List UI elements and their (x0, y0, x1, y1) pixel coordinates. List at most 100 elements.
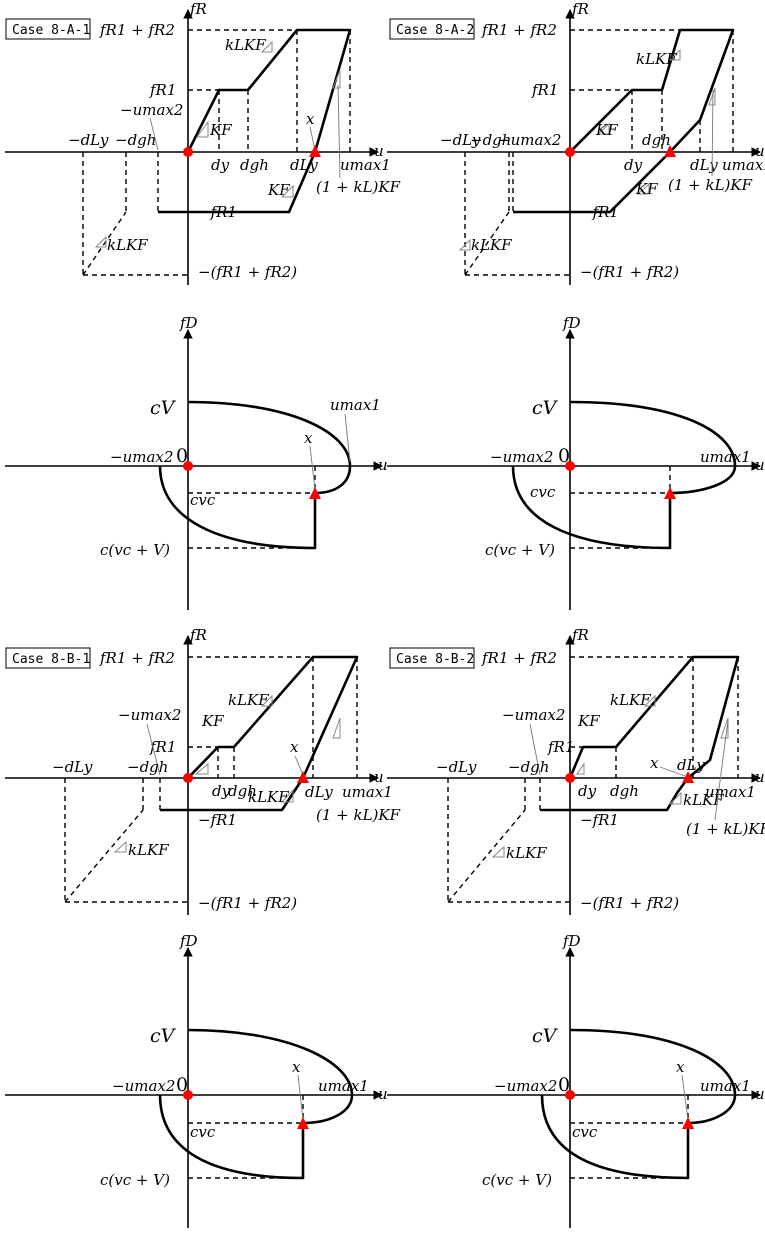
label-neg-umax2: −umax2 (490, 448, 553, 466)
label-umax1: umax1 (700, 1077, 751, 1095)
label-umax1: umax1 (342, 783, 393, 801)
label-cv: cV (532, 397, 559, 419)
y-axis-label: fR (571, 626, 589, 644)
label-x: x (304, 429, 313, 447)
case-8b1-diagram: Case 8-B-1 fR u fR1 + fR2 fR1 −fR1 −(fR1… (5, 626, 401, 915)
label-fr1: fR1 (149, 81, 176, 99)
label-umax1: umax1 (340, 156, 391, 174)
leader-x (659, 766, 686, 777)
label-neg-dly: −dLy (52, 758, 93, 776)
state-marker (297, 1117, 309, 1129)
label-kf: KF (595, 121, 618, 139)
damping-curve (158, 400, 352, 550)
label-cvc: cvc (530, 483, 556, 501)
label-umax1: umax1 (318, 1077, 369, 1095)
label-neg-umax2: −umax2 (112, 1077, 175, 1095)
label-klkf-upper: kLKF (636, 50, 677, 68)
label-cv: cV (150, 1025, 177, 1047)
label-neg-umax2: −umax2 (498, 131, 561, 149)
case-title-box (5, 647, 91, 669)
state-marker (309, 145, 321, 157)
label-dgh: dgh (240, 156, 269, 174)
label-kf: KF (201, 712, 224, 730)
case-8a2-diagram: Case 8-A-2 fR u fR1 + fR2 fR1 −fR1 −(fR1… (387, 0, 765, 285)
label-one-plus-kl: (1 + kL)KF (668, 176, 753, 194)
case-title: Case 8-A-1 (12, 23, 90, 38)
label-kf-lower: KF (635, 180, 658, 198)
origin-marker (565, 1090, 575, 1100)
label-fr1: fR1 (547, 738, 574, 756)
label-cvcv: c(vc + V) (482, 1171, 552, 1189)
label-cvc: cvc (190, 1123, 216, 1141)
label-zero: 0 (176, 1074, 188, 1096)
damping-b1-diagram: fD u cV 0 −umax2 umax1 x cvc c(vc + V) (5, 932, 388, 1228)
label-neg-fr-sum: −(fR1 + fR2) (580, 894, 679, 912)
x-axis-label: u (378, 1085, 388, 1103)
guide-lines (64, 656, 358, 903)
label-neg-umax2: −umax2 (502, 706, 565, 724)
force-loop (513, 28, 735, 214)
label-fr-sum: fR1 + fR2 (481, 21, 557, 39)
x-axis-label: u (755, 142, 765, 160)
damping-b2-diagram: fD u cV 0 −umax2 umax1 x cvc c(vc + V) (387, 932, 765, 1228)
label-x: x (306, 110, 315, 128)
stiffness-triangles (94, 40, 341, 248)
y-axis-label: fD (179, 932, 198, 950)
label-neg-fr1: −fR1 (198, 811, 237, 829)
origin-marker (183, 147, 193, 157)
origin-marker (183, 1090, 193, 1100)
label-dy: dy (624, 156, 643, 174)
state-marker (682, 771, 694, 783)
label-klkf-lower: kLKF (471, 236, 512, 254)
leader-one-plus-kl (711, 89, 714, 177)
label-dgh: dgh (228, 782, 257, 800)
label-dy: dy (578, 782, 597, 800)
label-klkf-lower: kLKF (128, 841, 169, 859)
label-fr-sum: fR1 + fR2 (99, 21, 175, 39)
label-klkf-upper: kLKF (610, 691, 651, 709)
label-one-plus-kl: (1 + kL)KF (316, 806, 401, 824)
label-cv: cV (532, 1025, 559, 1047)
label-neg-dgh: −dgh (127, 758, 168, 776)
force-loop (160, 655, 359, 812)
label-one-plus-kl: (1 + kL)KF (686, 820, 765, 838)
label-umax1: umax1 (330, 396, 381, 414)
label-dly: dLy (290, 156, 318, 174)
x-axis-label: u (378, 456, 388, 474)
label-neg-umax2: −umax2 (494, 1077, 557, 1095)
stiffness-triangles (491, 694, 729, 858)
guide-lines (570, 1095, 689, 1179)
case-title-box (389, 647, 475, 669)
x-axis-label: u (374, 768, 384, 786)
stiffness-triangles (113, 694, 341, 853)
y-axis-label: fR (189, 626, 207, 644)
label-cvcv: c(vc + V) (100, 1171, 170, 1189)
label-neg-fr1: −fR1 (580, 811, 619, 829)
y-axis-label: fD (179, 314, 198, 332)
label-dly: dLy (305, 783, 333, 801)
leader-x (297, 1074, 304, 1121)
leader-x (309, 445, 316, 491)
origin-marker (565, 147, 575, 157)
label-klkf-mid: kLKF (248, 788, 289, 806)
case-title-box (389, 18, 475, 40)
damping-curve (158, 1028, 354, 1180)
label-klkf-lower: kLKF (107, 236, 148, 254)
label-neg-fr1: −fR1 (580, 203, 619, 221)
label-neg-dly: −dLy (440, 131, 481, 149)
y-axis-label: fR (571, 0, 589, 18)
label-kf: KF (209, 121, 232, 139)
label-neg-fr-sum: −(fR1 + fR2) (198, 263, 297, 281)
y-axis-label: fD (562, 932, 581, 950)
label-umax1: umax1 (700, 448, 751, 466)
case-title: Case 8-A-2 (396, 23, 474, 38)
state-marker (664, 487, 676, 499)
label-cv: cV (150, 397, 177, 419)
label-klkf-lower: kLKF (506, 844, 547, 862)
label-one-plus-kl: (1 + kL)KF (316, 178, 401, 196)
label-neg-umax2: −umax2 (120, 101, 183, 119)
label-neg-dgh: −dgh (508, 758, 549, 776)
label-klkf-upper: kLKF (228, 691, 269, 709)
origin-marker (183, 461, 193, 471)
